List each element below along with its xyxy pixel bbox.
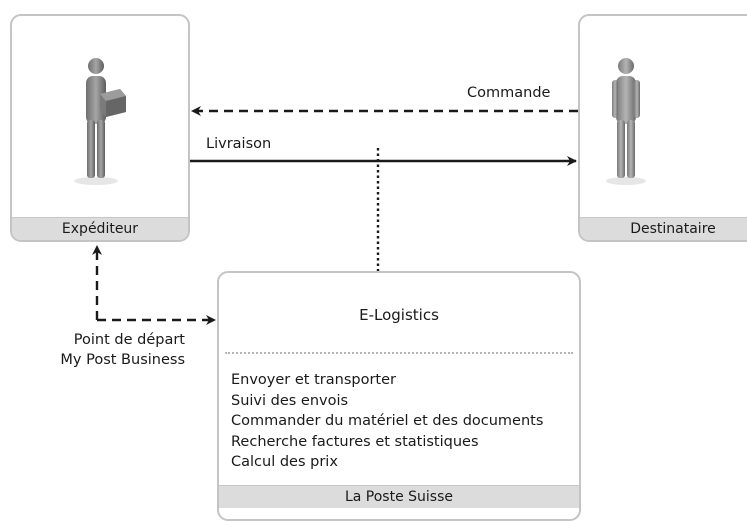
person-standing-icon [606, 58, 646, 185]
e-logistics-title: E-Logistics [359, 306, 439, 324]
e-logistics-footer: La Poste Suisse [219, 485, 579, 508]
e-logistics-box: E-Logistics Envoyer et transporter Suivi… [217, 271, 581, 521]
service-item: Recherche factures et statistiques [231, 433, 479, 450]
start-point-label: Point de départ My Post Business [60, 330, 185, 370]
divider [225, 352, 573, 354]
service-item: Calcul des prix [231, 454, 338, 470]
sender-label: Expéditeur [12, 217, 188, 240]
recipient-label: Destinataire [580, 217, 747, 240]
person-with-parcel-icon [74, 58, 126, 185]
service-item: Suivi des envois [231, 392, 349, 409]
service-item: Commander du matériel et des documents [231, 413, 544, 429]
recipient-box: Destinataire [578, 14, 747, 242]
service-item: Envoyer et transporter [231, 372, 396, 388]
start-point-line1: Point de départ [73, 332, 185, 348]
delivery-label: Livraison [206, 136, 272, 152]
order-label: Commande [467, 85, 551, 101]
sender-box: Expéditeur [10, 14, 190, 242]
service-list: Envoyer et transporter Suivi des envois … [231, 370, 543, 473]
start-point-line2: My Post Business [60, 352, 185, 368]
